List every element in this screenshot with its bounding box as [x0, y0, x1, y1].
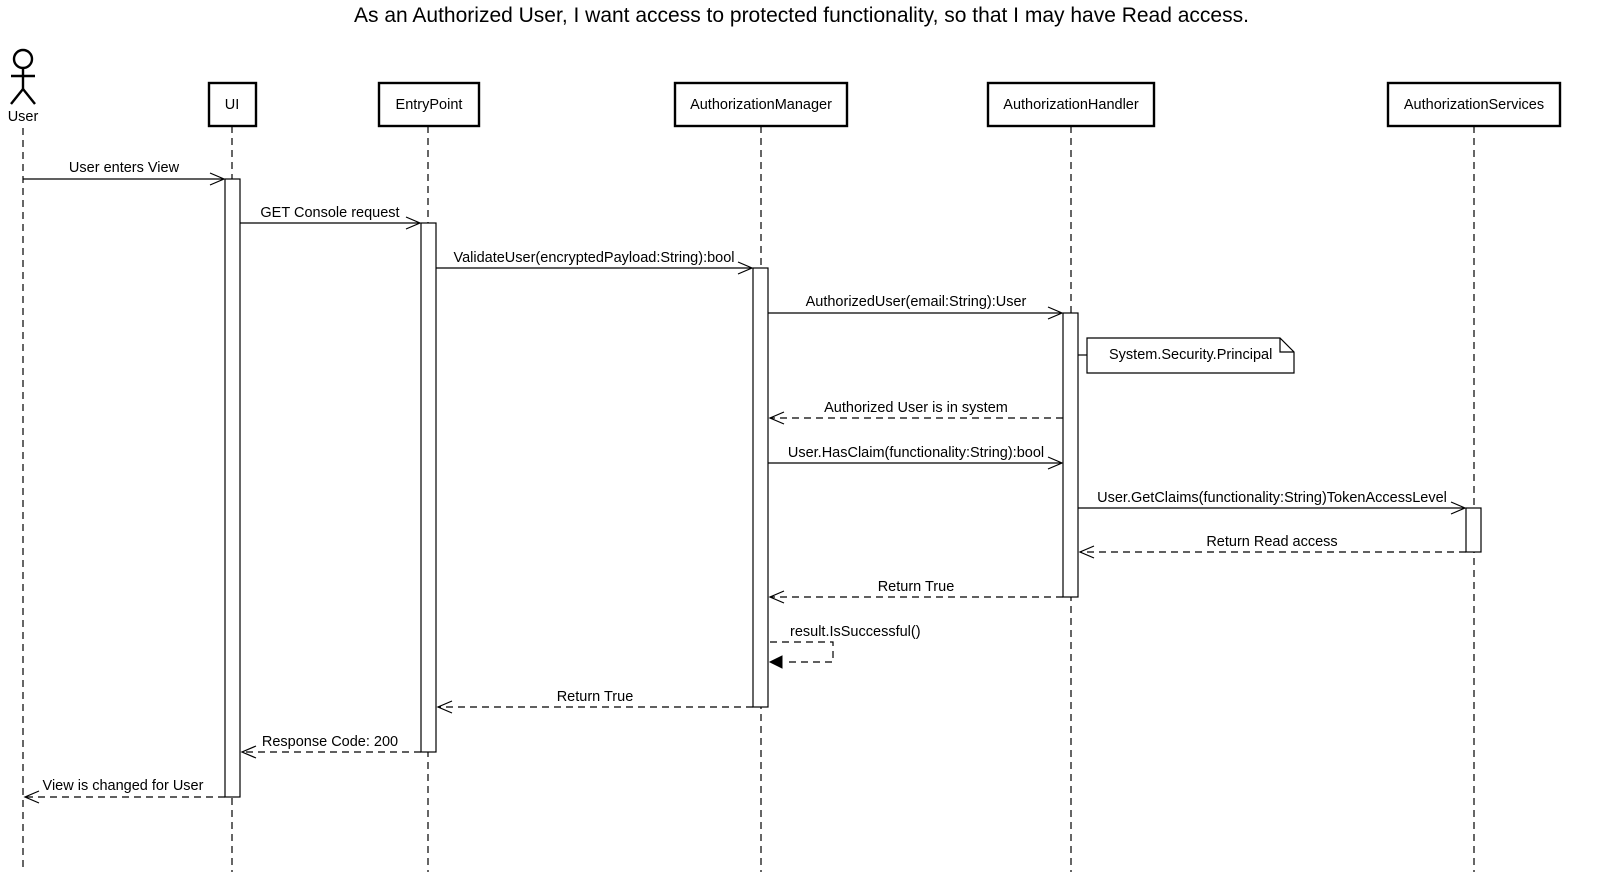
actor-head-icon: [12, 48, 34, 70]
activation-authmanager: [752, 267, 769, 708]
participant-label-ui: UI: [225, 97, 240, 113]
open-arrowhead-icon: [768, 411, 785, 425]
filled-arrowhead-icon: [768, 655, 783, 669]
message-1: User enters View: [23, 160, 226, 186]
open-arrowhead-icon: [1047, 456, 1064, 470]
message-12: Response Code: 200: [240, 734, 421, 759]
open-arrowhead-icon: [209, 172, 226, 186]
open-arrowhead-icon: [768, 590, 785, 604]
open-arrowhead-icon: [23, 790, 40, 804]
message-label: User.GetClaims(functionality:String)Toke…: [1097, 490, 1447, 506]
message-label: Authorized User is in system: [824, 400, 1008, 416]
open-arrowhead-icon: [405, 216, 422, 230]
open-arrowhead-icon: [1047, 306, 1064, 320]
message-label: ValidateUser(encryptedPayload:String):bo…: [453, 250, 734, 266]
message-4: AuthorizedUser(email:String):User: [768, 294, 1064, 320]
message-11: Return True: [436, 689, 753, 714]
participant-box-authhandler: [986, 81, 1156, 128]
activation-entrypoint: [420, 222, 437, 753]
participant-label-entrypoint: EntryPoint: [396, 97, 463, 113]
message-6: User.HasClaim(functionality:String):bool: [768, 445, 1064, 470]
open-arrowhead-icon: [737, 261, 754, 275]
message-3: ValidateUser(encryptedPayload:String):bo…: [436, 250, 754, 275]
open-arrowhead-icon: [240, 745, 257, 759]
activation-authservices: [1465, 507, 1482, 553]
open-arrowhead-icon: [436, 700, 453, 714]
open-arrowhead-icon: [1078, 545, 1095, 559]
message-2: GET Console request: [240, 205, 422, 230]
participant-label-authmanager: AuthorizationManager: [690, 97, 832, 113]
message-label: Response Code: 200: [262, 734, 398, 750]
activation-authhandler: [1062, 312, 1079, 598]
diagram-title: As an Authorized User, I want access to …: [354, 4, 1249, 27]
message-5: Authorized User is in system: [768, 400, 1063, 425]
message-7: User.GetClaims(functionality:String)Toke…: [1078, 490, 1467, 515]
note: [1078, 337, 1295, 374]
participant-box-authmanager: [673, 81, 849, 128]
participant-label-authservices: AuthorizationServices: [1404, 97, 1544, 113]
participant-box-entrypoint: [377, 81, 481, 128]
participant-box-ui: [207, 81, 258, 128]
message-label: Return True: [878, 579, 955, 595]
message-9: Return True: [768, 579, 1063, 604]
message-label: View is changed for User: [43, 778, 204, 794]
message-label: GET Console request: [260, 205, 399, 221]
actor-label: User: [8, 109, 39, 125]
message-label: User enters View: [69, 160, 180, 176]
activation-ui: [224, 178, 241, 798]
message-label: Return True: [557, 689, 634, 705]
open-arrowhead-icon: [1450, 501, 1467, 515]
message-13: View is changed for User: [23, 778, 225, 804]
message-label: User.HasClaim(functionality:String):bool: [788, 445, 1044, 461]
message-label: Return Read access: [1206, 534, 1337, 550]
message-10: result.IsSuccessful(): [768, 624, 921, 669]
actor-user: [10, 48, 36, 105]
message-label: result.IsSuccessful(): [790, 624, 921, 640]
message-8: Return Read access: [1078, 534, 1466, 559]
note-text: System.Security.Principal: [1109, 347, 1272, 363]
message-label: AuthorizedUser(email:String):User: [806, 294, 1027, 310]
participant-label-authhandler: AuthorizationHandler: [1003, 97, 1139, 113]
participant-box-authservices: [1386, 81, 1562, 128]
